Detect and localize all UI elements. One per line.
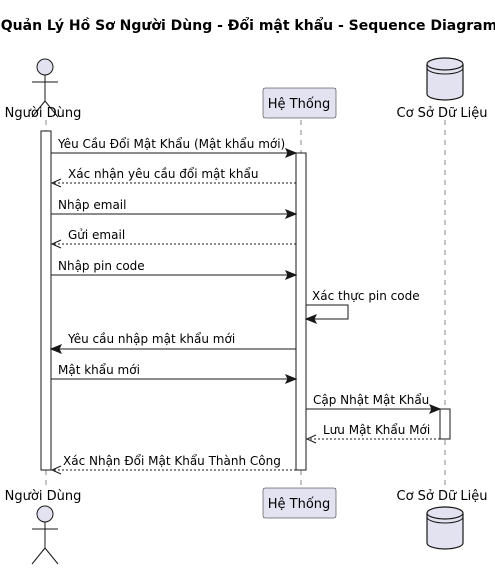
arrow-head-icon — [284, 374, 298, 384]
message-6-self: Xác thực pin code — [304, 289, 420, 324]
participant-label-database-top: Cơ Sở Dữ Liệu — [397, 106, 488, 121]
message-7: Yêu cầu nhập mật khẩu mới — [49, 332, 296, 354]
diagram-title: Quản Lý Hồ Sơ Người Dùng - Đổi mật khẩu … — [1, 17, 495, 34]
message-label: Mật khẩu mới — [58, 363, 140, 377]
arrow-head-icon — [50, 465, 62, 475]
activation-database — [439, 408, 451, 440]
message-4: Gửi email — [50, 228, 296, 249]
message-10: Lưu Mật Khẩu Mới — [305, 423, 440, 444]
message-label: Yêu cầu nhập mật khẩu mới — [67, 332, 235, 346]
arrow-head-icon — [284, 270, 298, 280]
arrow-head-icon — [305, 434, 317, 444]
participant-system-top: Hệ Thống — [262, 87, 337, 119]
message-1: Yêu Cầu Đổi Mật Khẩu (Mật khẩu mới) — [51, 137, 298, 158]
message-label: Yêu Cầu Đổi Mật Khẩu (Mật khẩu mới) — [57, 137, 285, 151]
message-2: Xác nhận yêu cầu đổi mật khẩu — [50, 167, 296, 188]
participant-label-system-bottom: Hệ Thống — [268, 497, 331, 512]
arrow-head-icon — [50, 239, 62, 249]
message-label: Xác thực pin code — [312, 289, 420, 303]
actor-user-top: Người Dùng — [5, 58, 82, 121]
actor-label-user-top: Người Dùng — [5, 106, 82, 121]
message-label: Xác nhận yêu cầu đổi mật khẩu — [68, 167, 258, 181]
participant-label-database-bottom: Cơ Sở Dữ Liệu — [397, 489, 488, 504]
activation-system — [295, 152, 307, 471]
message-label: Cập Nhật Mật Khẩu — [313, 393, 429, 407]
database-top-icon — [426, 57, 464, 71]
arrow-head-icon — [304, 314, 318, 324]
database-top-icon — [426, 506, 464, 520]
message-label: Lưu Mật Khẩu Mới — [323, 423, 430, 437]
participant-system-bottom: Hệ Thống — [262, 487, 337, 519]
message-label: Nhập pin code — [58, 259, 145, 273]
arrow-head-icon — [284, 209, 298, 219]
actor-head-icon — [36, 58, 54, 76]
arrow-head-icon — [50, 178, 62, 188]
message-3: Nhập email — [51, 198, 298, 219]
participant-label-system-top: Hệ Thống — [268, 97, 331, 112]
database-bottom: Cơ Sở Dữ Liệu — [397, 489, 488, 550]
arrow-head-icon — [284, 148, 298, 158]
message-8: Mật khẩu mới — [51, 363, 298, 384]
database-top: Cơ Sở Dữ Liệu — [397, 57, 488, 121]
participant-box — [262, 87, 337, 119]
actor-body-icon — [31, 75, 59, 118]
activation-user — [40, 130, 52, 471]
arrow-head-icon — [428, 404, 442, 414]
message-9: Cập Nhật Mật Khẩu — [306, 393, 442, 414]
message-11: Xác Nhận Đổi Mật Khẩu Thành Công — [50, 454, 296, 475]
actor-user-bottom: Người Dùng — [5, 489, 82, 565]
message-label: Gửi email — [68, 228, 125, 242]
actor-body-icon — [31, 522, 59, 565]
arrow-head-icon — [49, 344, 63, 354]
message-label: Nhập email — [58, 198, 126, 212]
actor-label-user-bottom: Người Dùng — [5, 489, 82, 504]
message-label: Xác Nhận Đổi Mật Khẩu Thành Công — [63, 454, 281, 468]
actor-head-icon — [36, 505, 54, 523]
participant-box — [262, 487, 337, 519]
message-5: Nhập pin code — [51, 259, 298, 280]
